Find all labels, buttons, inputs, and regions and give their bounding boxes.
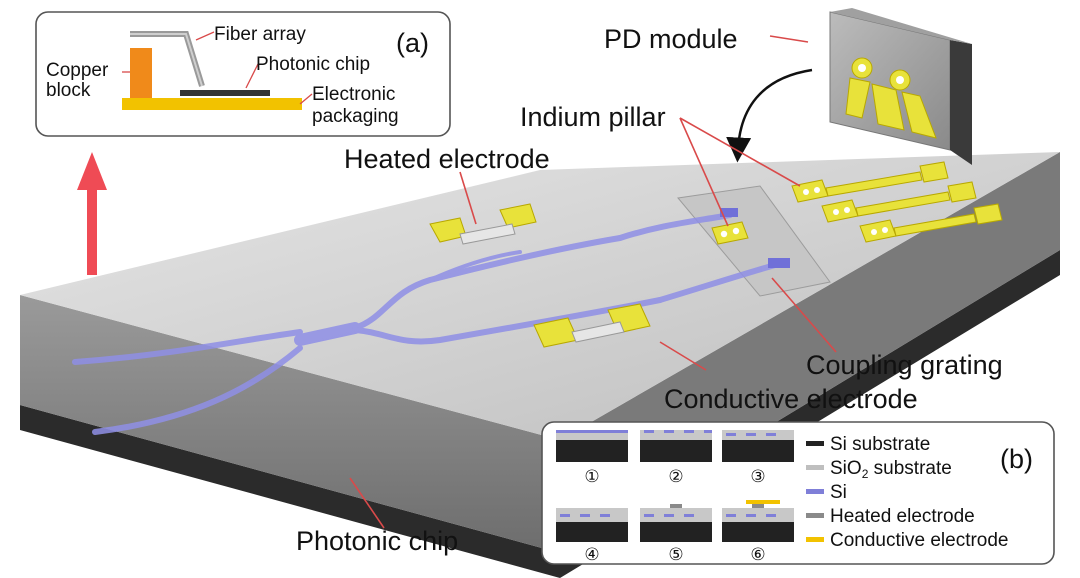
step-number-1: ① <box>584 467 599 486</box>
legend-swatch-sio2 <box>806 465 824 470</box>
step-number-3: ③ <box>750 467 765 486</box>
indium-pillar-dot <box>720 230 728 238</box>
step-number-5: ⑤ <box>668 545 683 564</box>
legend-si-substrate: Si substrate <box>830 434 930 455</box>
heated-electrode-top <box>429 203 537 245</box>
pd-module <box>829 8 972 165</box>
label-conductive-electrode: Conductive electrode <box>664 384 918 414</box>
leader-pd-module <box>769 35 809 43</box>
process-step-1 <box>556 430 628 462</box>
inset-b-legend: Si substrate SiO2 substrate Si Heated el… <box>806 434 1009 551</box>
waveguide-to-grating-1 <box>617 212 733 241</box>
leader-indium-2 <box>679 117 801 187</box>
indium-pillar-pad <box>711 221 749 245</box>
inset-a-fiber-array: Fiber array <box>214 24 306 45</box>
inset-a-electronic: Electronic <box>312 84 395 105</box>
copper-block-shape <box>130 48 152 98</box>
legend-swatch-si-substrate <box>806 441 824 446</box>
inset-a-block: block <box>46 80 91 101</box>
pd-module-side <box>950 40 972 165</box>
conductive-pads <box>791 161 1003 243</box>
grating-coupler-1 <box>720 208 738 217</box>
chip-front-face <box>20 295 560 553</box>
step-number-2: ② <box>668 467 683 486</box>
waveguide-splitter <box>294 322 361 346</box>
waveguide-branch-a <box>428 250 522 282</box>
conductive-pad-3 <box>859 203 1003 243</box>
chip-top-surface <box>20 152 1060 440</box>
inset-a: Fiber array (a) Copper block Photonic ch… <box>35 11 451 137</box>
leader-indium-1 <box>679 117 729 227</box>
waveguide-upper-arm <box>352 235 623 331</box>
label-photonic-chip: Photonic chip <box>296 526 458 556</box>
legend-heated-electrode: Heated electrode <box>830 506 975 527</box>
heated-electrode-bottom <box>533 303 651 348</box>
process-step-2 <box>640 430 712 462</box>
indium-pillar-dot <box>732 227 740 235</box>
label-indium-pillar: Indium pillar <box>520 102 666 132</box>
pd-module-top <box>830 8 972 44</box>
leader-conductive <box>659 341 707 371</box>
leader-lines <box>349 35 837 529</box>
label-coupling-grating: Coupling grating <box>806 350 1003 380</box>
inset-b-tag: (b) <box>1000 444 1033 474</box>
process-step-4 <box>556 508 628 542</box>
process-step-3 <box>722 430 794 462</box>
legend-sio2-substrate: SiO2 substrate <box>830 458 952 481</box>
red-up-arrow <box>77 152 107 275</box>
leader-photonic <box>349 477 385 529</box>
process-step-6 <box>722 500 794 542</box>
inset-a-copper: Copper <box>46 60 109 81</box>
fiber-array-highlight <box>130 33 203 87</box>
conductive-pad-1 <box>791 161 949 203</box>
legend-conductive-electrode: Conductive electrode <box>830 530 1009 551</box>
step-number-6: ⑥ <box>750 545 765 564</box>
legend-si: Si <box>830 482 847 503</box>
legend-swatch-heated-electrode <box>806 513 824 518</box>
waveguide-to-grating-2 <box>657 262 778 303</box>
flip-arrow <box>726 68 813 163</box>
inset-b: ① ② ③ ④ ⑤ ⑥ (b) Si substrate SiO2 substr… <box>541 421 1055 565</box>
inset-a-photonic-chip: Photonic chip <box>256 54 370 75</box>
leader-coupling <box>771 277 837 353</box>
label-pd-module: PD module <box>604 24 738 54</box>
waveguide-input-top <box>72 329 303 365</box>
grating-coupler-2 <box>768 258 790 268</box>
inset-a-packaging: packaging <box>312 106 399 127</box>
process-step-5 <box>640 504 712 542</box>
photonic-chip-shape <box>180 90 270 96</box>
coupling-grating-recess <box>677 185 831 297</box>
electronic-packaging-shape <box>122 98 302 110</box>
waveguide-input-bottom <box>92 345 303 435</box>
leader-heated <box>459 171 477 225</box>
conductive-pad-2 <box>821 181 977 223</box>
si-substrate-slab <box>20 250 1060 578</box>
label-heated-electrode: Heated electrode <box>344 144 550 174</box>
legend-swatch-conductive-electrode <box>806 537 824 542</box>
inset-a-tag: (a) <box>396 28 429 58</box>
step-number-4: ④ <box>584 545 599 564</box>
legend-swatch-si <box>806 489 824 494</box>
inset-a-leaders <box>122 31 313 105</box>
pd-module-pads <box>845 57 937 139</box>
